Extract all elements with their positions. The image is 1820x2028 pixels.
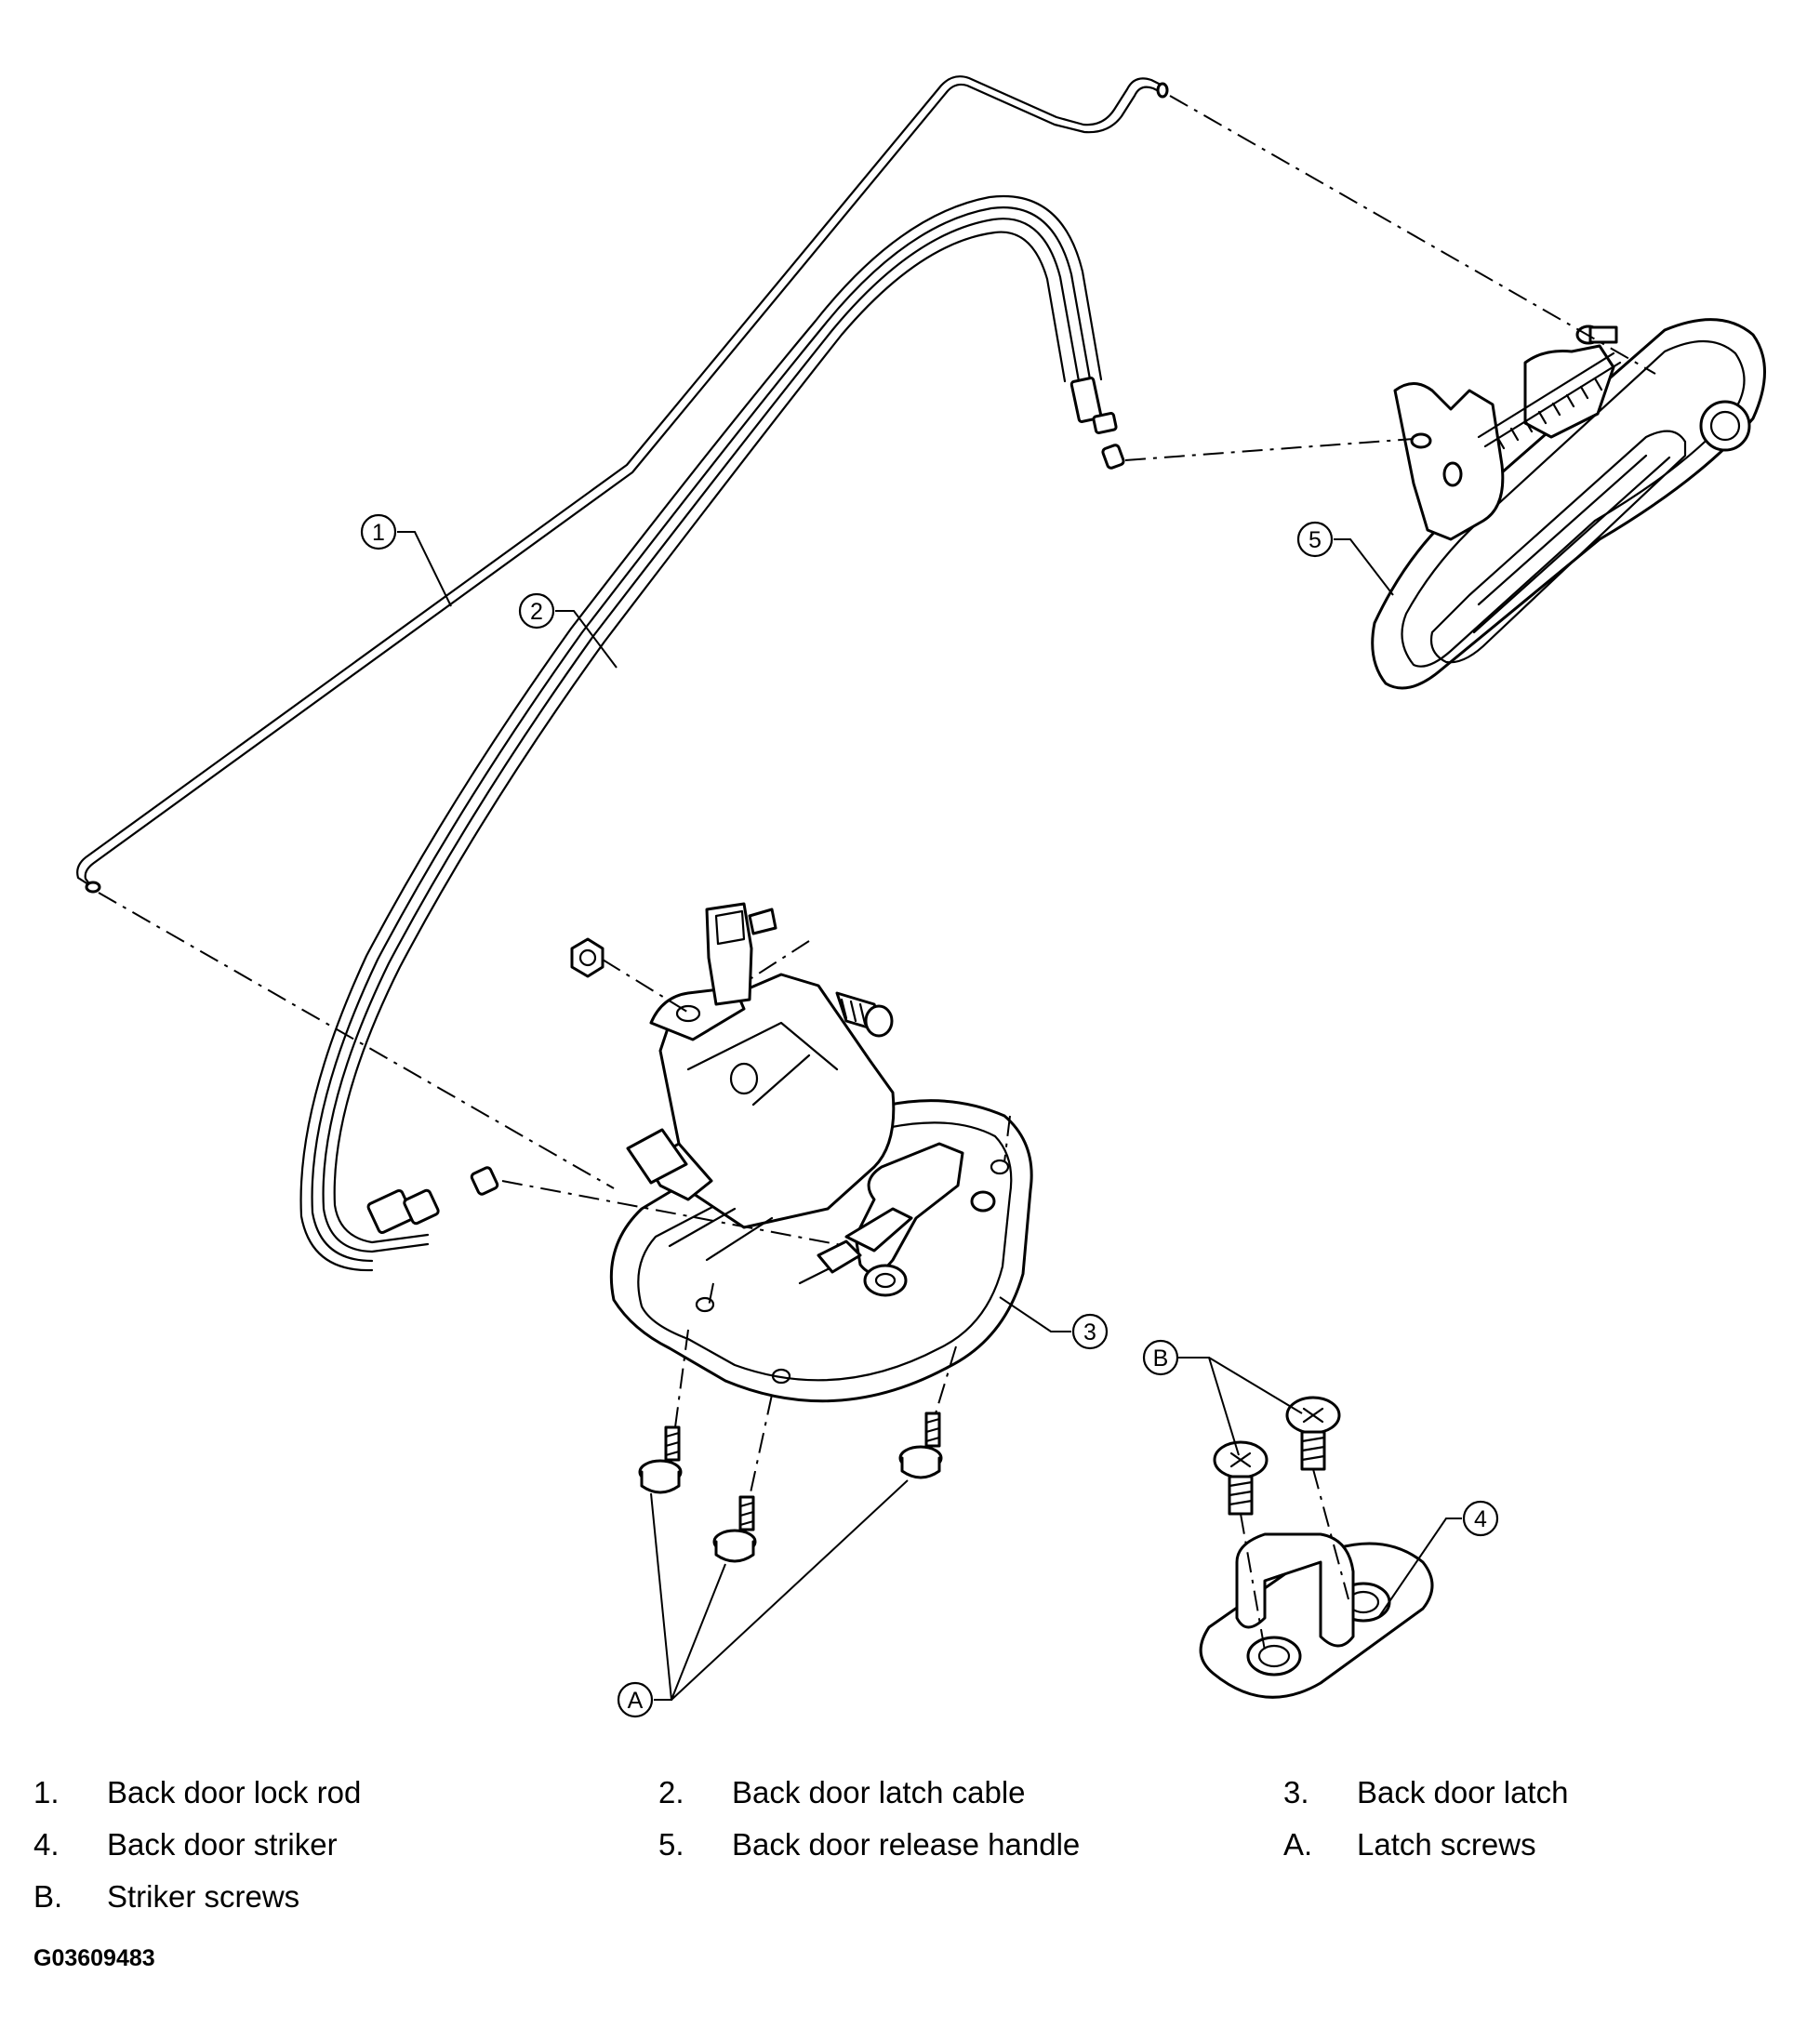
legend-number: 5. xyxy=(658,1827,684,1862)
legend-label: Back door lock rod xyxy=(107,1775,362,1809)
back-door-lock-rod xyxy=(76,75,1169,894)
callout-5: 5 xyxy=(1296,521,1334,558)
legend-number: B. xyxy=(33,1879,63,1914)
alignment-lines xyxy=(98,95,1656,1651)
callout-a: A xyxy=(617,1681,654,1718)
svg-text:4: 4 xyxy=(1474,1506,1487,1532)
svg-text:1: 1 xyxy=(372,520,385,546)
callout-3: 3 xyxy=(1071,1313,1109,1350)
svg-text:A: A xyxy=(628,1688,644,1714)
latch-screw-1 xyxy=(638,1425,683,1494)
callout-1: 1 xyxy=(360,513,397,550)
callout-4: 4 xyxy=(1462,1500,1499,1537)
latch-screw-2 xyxy=(712,1495,757,1563)
svg-text:B: B xyxy=(1153,1345,1169,1372)
callout-2: 2 xyxy=(518,592,555,630)
legend-label: Back door latch xyxy=(1357,1775,1569,1809)
back-door-striker xyxy=(1199,1396,1434,1699)
leader-lines xyxy=(397,531,1462,1701)
latch-screw-3 xyxy=(898,1412,943,1479)
striker-screw-1 xyxy=(1213,1440,1269,1516)
legend-number: 1. xyxy=(33,1775,60,1809)
exploded-view-diagram: 1 2 3 4 5 A B xyxy=(76,75,1766,1718)
legend-label: Back door striker xyxy=(107,1827,338,1862)
legend-number: 2. xyxy=(658,1775,684,1809)
striker-screw-2 xyxy=(1285,1396,1341,1471)
back-door-release-handle xyxy=(1371,318,1766,690)
legend-label: Latch screws xyxy=(1357,1827,1536,1862)
legend-number: 3. xyxy=(1283,1775,1309,1809)
legend-number: 4. xyxy=(33,1827,60,1862)
callout-b: B xyxy=(1142,1339,1179,1376)
back-door-latch xyxy=(570,902,1033,1563)
svg-text:5: 5 xyxy=(1309,527,1322,553)
legend-label: Back door release handle xyxy=(732,1827,1081,1862)
back-door-latch-cable xyxy=(299,194,1125,1272)
legend-label: Back door latch cable xyxy=(732,1775,1026,1809)
svg-text:3: 3 xyxy=(1083,1319,1096,1345)
figure-id: G03609483 xyxy=(33,1945,155,1971)
legend-number: A. xyxy=(1283,1827,1313,1862)
legend-label: Striker screws xyxy=(107,1879,300,1914)
svg-text:2: 2 xyxy=(530,599,543,625)
